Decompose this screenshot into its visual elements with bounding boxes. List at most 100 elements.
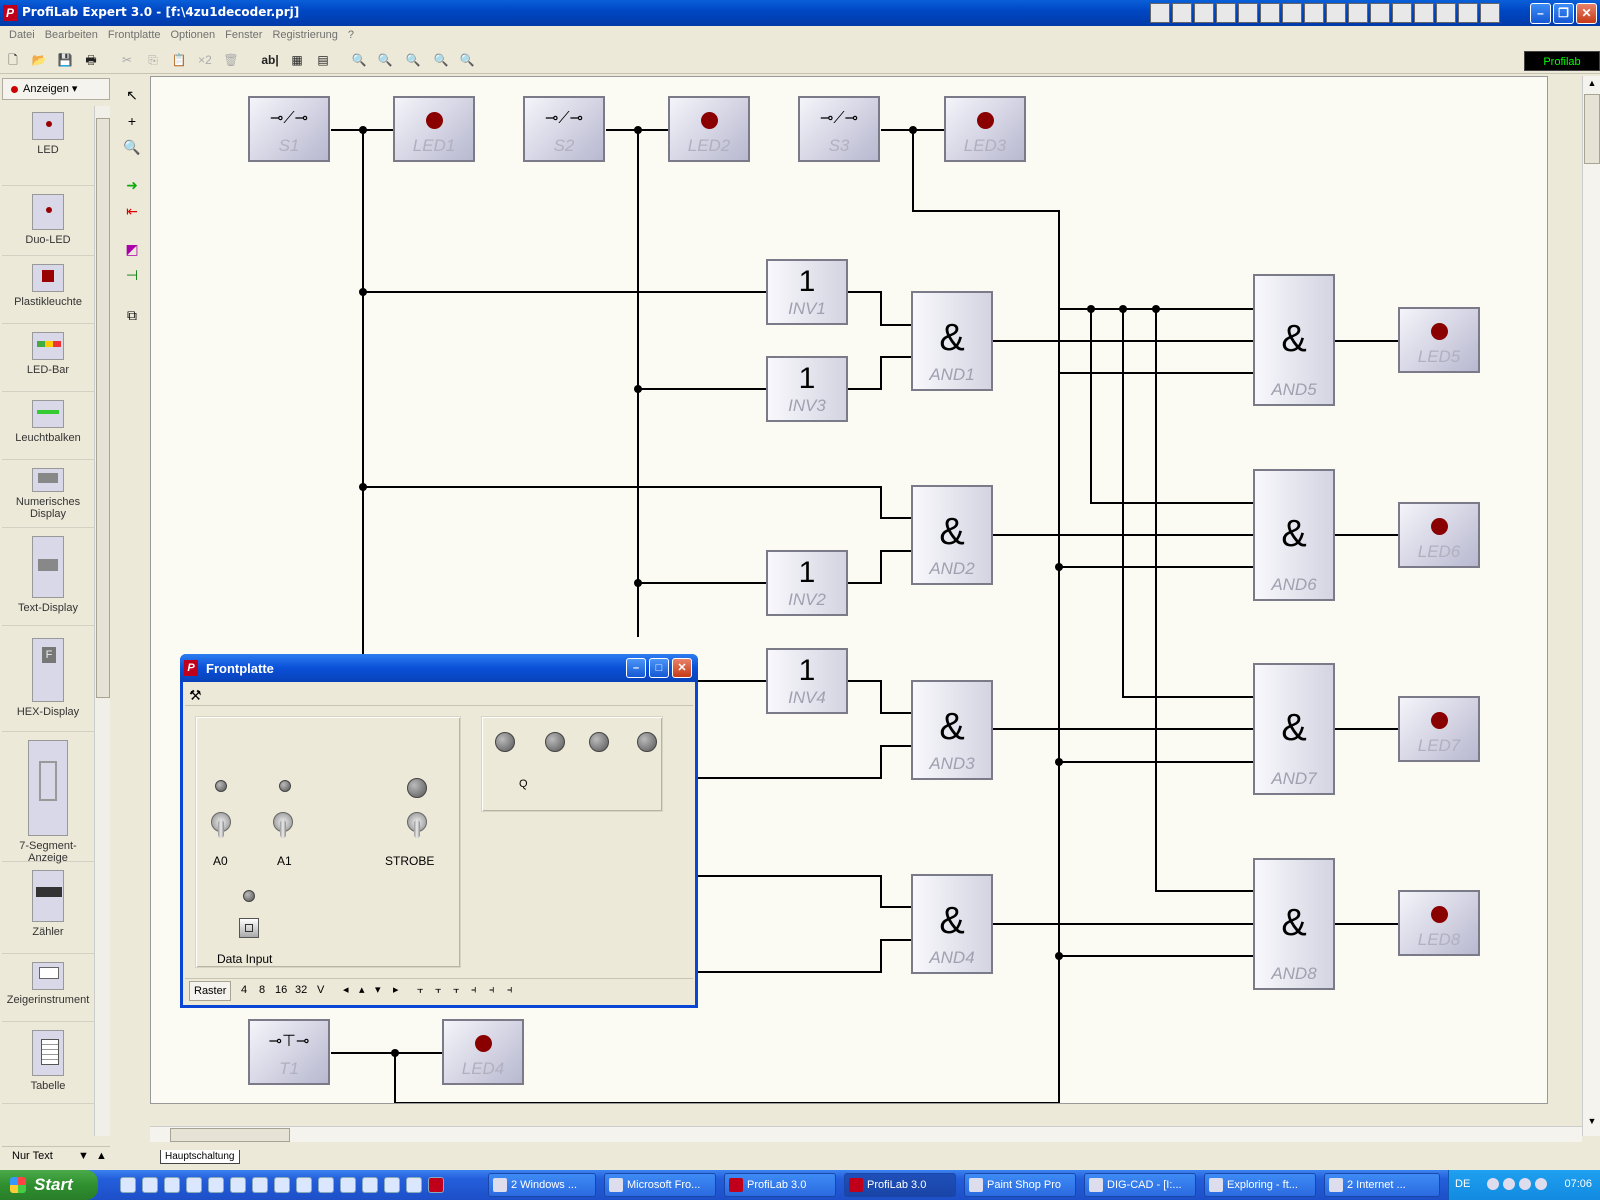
open-folder-icon[interactable]: 📂 [31, 53, 47, 67]
text-tool-icon[interactable]: ab| [261, 53, 279, 67]
language-indicator[interactable]: DE [1455, 1178, 1471, 1190]
and-gate-and2[interactable]: &AND2 [911, 485, 993, 585]
led-4[interactable]: LED4 [442, 1019, 524, 1085]
grid-icon[interactable]: ▦ [291, 53, 303, 67]
menu-registrierung[interactable]: Registrierung [272, 29, 338, 41]
task-profilab-2[interactable]: ProfiLab 3.0 [844, 1173, 956, 1197]
palette-item-hex-display[interactable]: F HEX-Display [2, 628, 94, 732]
scroll-down-icon[interactable]: ▼ [1587, 1116, 1597, 1126]
scroll-up-icon[interactable]: ▲ [1587, 78, 1597, 88]
fp-maximize-button[interactable]: □ [649, 658, 669, 678]
quicklaunch-icon[interactable] [164, 1177, 180, 1193]
page-icon[interactable]: ▤ [317, 53, 329, 67]
layer-tool-icon[interactable]: ⧉ [127, 307, 137, 323]
quick-icon[interactable] [1194, 3, 1214, 23]
quicklaunch-icon[interactable] [340, 1177, 356, 1193]
arrow-down-icon[interactable]: ▾ [375, 984, 381, 996]
quick-icon[interactable] [1348, 3, 1368, 23]
run-arrow-icon[interactable]: ➜ [126, 177, 138, 193]
align-top-icon[interactable]: ⫟ [417, 984, 424, 996]
grid-v[interactable]: V [317, 984, 325, 996]
arrow-up-icon[interactable]: ▲ [96, 1150, 107, 1162]
pin-tool-icon[interactable]: ⊣ [125, 267, 139, 283]
led-3[interactable]: LED3 [944, 96, 1026, 162]
palette-scroll-thumb[interactable] [96, 118, 110, 698]
strobe-toggle-switch[interactable] [405, 806, 429, 838]
pointer-tool-icon[interactable]: ↖ [126, 87, 138, 103]
and-gate-and3[interactable]: &AND3 [911, 680, 993, 780]
horizontal-scroll-thumb[interactable] [170, 1128, 290, 1142]
cut-icon[interactable]: ✂ [121, 53, 133, 67]
a0-toggle-switch[interactable] [209, 806, 233, 838]
zoom-all-icon[interactable]: 🔍 [433, 53, 449, 67]
quick-icon[interactable] [1458, 3, 1478, 23]
zoom-in-icon[interactable]: 🔍 [351, 53, 367, 67]
raster-label[interactable]: Raster [189, 981, 232, 1001]
palette-item-text-display[interactable]: Text-Display [2, 530, 94, 626]
tray-icon[interactable] [1487, 1178, 1499, 1190]
align-center-icon[interactable]: ⫞ [489, 984, 495, 996]
profilab-quicklaunch-icon[interactable] [428, 1177, 444, 1193]
align-right-icon[interactable]: ⫞ [507, 984, 513, 996]
menu-fenster[interactable]: Fenster [225, 29, 263, 41]
start-button[interactable]: Start [0, 1170, 98, 1200]
grid-32[interactable]: 32 [295, 984, 308, 996]
quick-icon[interactable] [1480, 3, 1500, 23]
led-8[interactable]: LED8 [1398, 890, 1480, 956]
palette-item-duo-led[interactable]: Duo-LED [2, 188, 94, 256]
palette-item-7-segment[interactable]: 7-Segment-Anzeige [2, 734, 94, 864]
switch-s1[interactable]: ⊸⟋⊸S1 [248, 96, 330, 162]
and-gate-and5[interactable]: &AND5 [1253, 274, 1335, 406]
tray-icon[interactable] [1503, 1178, 1515, 1190]
quick-icon[interactable] [1260, 3, 1280, 23]
and-gate-and7[interactable]: &AND7 [1253, 663, 1335, 795]
palette-item-led-bar[interactable]: LED-Bar [2, 326, 94, 392]
and-gate-and8[interactable]: &AND8 [1253, 858, 1335, 990]
palette-category-select[interactable]: Anzeigen ▾ [2, 78, 110, 100]
align-left-icon[interactable]: ⫞ [471, 984, 477, 996]
led-5[interactable]: LED5 [1398, 307, 1480, 373]
task-exploring[interactable]: Exploring - ft... [1204, 1173, 1316, 1197]
a1-toggle-switch[interactable] [271, 806, 295, 838]
palette-item-plastikleuchte[interactable]: Plastikleuchte [2, 258, 94, 324]
align-middle-icon[interactable]: ⫟ [435, 984, 442, 996]
palette-bottom-selector[interactable]: Nur Text▼▲ [2, 1146, 110, 1164]
grid-4[interactable]: 4 [241, 984, 248, 996]
quicklaunch-icon[interactable] [318, 1177, 334, 1193]
stop-arrow-icon[interactable]: ⇤ [126, 203, 138, 219]
menu-optionen[interactable]: Optionen [170, 29, 216, 41]
and-gate-and1[interactable]: &AND1 [911, 291, 993, 391]
palette-scrollbar[interactable] [94, 106, 110, 1136]
zoom-reset-icon[interactable]: 🔍 [459, 53, 475, 67]
quicklaunch-icon[interactable] [274, 1177, 290, 1193]
align-bottom-icon[interactable]: ⫟ [453, 984, 460, 996]
fp-close-button[interactable]: ✕ [672, 658, 692, 678]
led-2[interactable]: LED2 [668, 96, 750, 162]
quick-icon[interactable] [1436, 3, 1456, 23]
zoom-fit-icon[interactable]: 🔍 [405, 53, 421, 67]
quick-icon[interactable] [1304, 3, 1324, 23]
task-paint-shop-pro[interactable]: Paint Shop Pro [964, 1173, 1076, 1197]
quick-icon[interactable] [1172, 3, 1192, 23]
arrow-left-icon[interactable]: ◂ [343, 984, 349, 996]
fp-minimize-button[interactable]: – [626, 658, 646, 678]
task-dig-cad[interactable]: DIG-CAD - [I:... [1084, 1173, 1196, 1197]
sheet-tab-hauptschaltung[interactable]: Hauptschaltung [160, 1150, 240, 1164]
button-t1[interactable]: ⊸⊤⊸T1 [248, 1019, 330, 1085]
grid-8[interactable]: 8 [259, 984, 266, 996]
close-button[interactable]: ✕ [1576, 3, 1597, 24]
palette-item-numerisches-display[interactable]: Numerisches Display [2, 462, 94, 528]
tools-icon[interactable]: ⚒ [189, 687, 202, 703]
quicklaunch-icon[interactable] [208, 1177, 224, 1193]
color-tool-icon[interactable]: ◩ [125, 241, 139, 257]
palette-item-leuchtbalken[interactable]: Leuchtbalken [2, 394, 94, 460]
clock[interactable]: 07:06 [1564, 1178, 1592, 1190]
quick-icon[interactable] [1216, 3, 1236, 23]
led-6[interactable]: LED6 [1398, 502, 1480, 568]
quick-icon[interactable] [1150, 3, 1170, 23]
quicklaunch-icon[interactable] [252, 1177, 268, 1193]
